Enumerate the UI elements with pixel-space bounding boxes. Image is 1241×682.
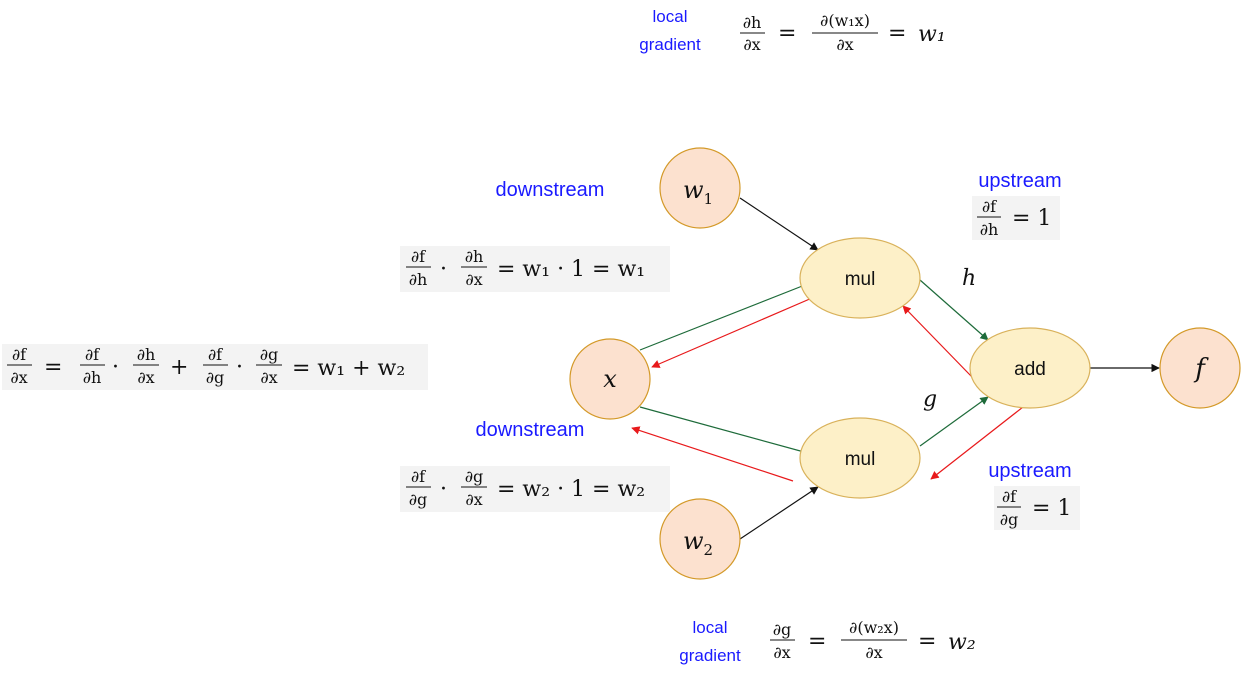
svg-text:=: = <box>888 21 906 46</box>
backward-edge-mul-bottom-to-x <box>631 426 794 482</box>
frac-den: ∂x <box>10 368 27 387</box>
edge-label-g: g <box>923 387 937 412</box>
downstream-label-bottom: downstream <box>476 419 585 441</box>
frac-num: ∂h <box>137 345 156 364</box>
downstream-label-top: downstream <box>496 179 605 201</box>
frac-den: ∂h <box>409 270 428 289</box>
frac-num: ∂f <box>12 345 27 364</box>
frac-den: ∂x <box>773 643 790 662</box>
upstream-formula-bottom: ∂f ∂g = 1 <box>994 486 1080 530</box>
frac-num: ∂g <box>773 620 792 639</box>
forward-edge-mul-top-to-add <box>919 279 989 341</box>
node-w2: w2 <box>659 498 741 580</box>
frac-num: ∂g <box>260 345 279 364</box>
frac-num: ∂f <box>208 345 223 364</box>
edge-label-h: h <box>962 266 976 291</box>
svg-text:= 1: = 1 <box>1032 496 1071 521</box>
svg-text:=: = <box>778 21 796 46</box>
forward-edge-mul-bottom-to-add <box>919 396 989 447</box>
local-gradient-formula-top: ∂h ∂x = ∂(w₁x) ∂x = w₁ <box>740 11 946 54</box>
node-w1: w1 <box>659 147 741 229</box>
frac-den: ∂x <box>743 35 760 54</box>
node-w1-base: w <box>683 176 704 204</box>
frac-den: ∂x <box>865 643 882 662</box>
node-mul-top-label: mul <box>845 269 876 290</box>
frac-den: ∂x <box>836 35 853 54</box>
frac-num: ∂f <box>1002 487 1017 506</box>
gradient-label-top: gradient <box>639 35 701 54</box>
svg-text:= 1: = 1 <box>1012 206 1051 231</box>
node-f: f <box>1159 327 1241 409</box>
node-w2-base: w <box>683 527 704 555</box>
total-gradient-formula: ∂f ∂x = ∂f ∂h · ∂h ∂x + ∂f ∂g · ∂g ∂x = … <box>2 344 428 390</box>
local-label-top: local <box>653 7 688 26</box>
edge-w1-to-mul-top <box>739 197 819 251</box>
node-mul-top: mul <box>799 237 921 319</box>
svg-text:w₂: w₂ <box>948 630 976 655</box>
upstream-formula-top: ∂f ∂h = 1 <box>972 196 1060 240</box>
svg-text:·: · <box>440 257 447 282</box>
node-w2-sub: 2 <box>704 541 714 559</box>
frac-den: ∂x <box>465 270 482 289</box>
gradient-label-bottom: gradient <box>679 646 741 665</box>
frac-den: ∂x <box>465 490 482 509</box>
backward-edge-add-to-mul-top <box>902 305 973 378</box>
upstream-label-bottom: upstream <box>988 460 1071 482</box>
frac-den: ∂h <box>83 368 102 387</box>
svg-text:·: · <box>236 355 243 380</box>
svg-text:=: = <box>918 629 936 654</box>
backward-edge-mul-top-to-x <box>651 297 813 368</box>
frac-num: ∂h <box>465 247 484 266</box>
frac-num: ∂(w₂x) <box>849 618 899 637</box>
downstream-formula-top: ∂f ∂h · ∂h ∂x = w₁ · 1 = w₁ <box>400 246 670 292</box>
node-add-label: add <box>1014 359 1046 380</box>
local-gradient-formula-bottom: ∂g ∂x = ∂(w₂x) ∂x = w₂ <box>770 618 976 662</box>
forward-edge-x-to-mul-top <box>639 279 816 351</box>
downstream-formula-bottom: ∂f ∂g · ∂g ∂x = w₂ · 1 = w₂ <box>400 466 670 512</box>
node-w1-sub: 1 <box>704 190 714 208</box>
svg-text:= w₂ · 1 = w₂: = w₂ · 1 = w₂ <box>497 477 645 502</box>
node-mul-bottom-label: mul <box>845 449 876 470</box>
edges <box>631 197 1160 540</box>
backward-edge-add-to-mul-bottom <box>930 406 1024 480</box>
edge-w2-to-mul-bottom <box>739 486 819 540</box>
frac-num: ∂h <box>743 13 762 32</box>
node-add: add <box>969 327 1091 409</box>
frac-num: ∂f <box>85 345 100 364</box>
svg-text:w2: w2 <box>683 527 713 559</box>
forward-edge-x-to-mul-bottom <box>639 406 816 458</box>
frac-den: ∂x <box>260 368 277 387</box>
frac-den: ∂x <box>137 368 154 387</box>
upstream-label-top: upstream <box>978 170 1061 192</box>
svg-text:+: + <box>170 355 188 380</box>
svg-text:·: · <box>112 355 119 380</box>
frac-den: ∂g <box>409 490 428 509</box>
frac-num: ∂f <box>411 467 426 486</box>
frac-num: ∂g <box>465 467 484 486</box>
svg-text:= w₁ + w₂: = w₁ + w₂ <box>292 356 405 381</box>
svg-text:·: · <box>440 477 447 502</box>
node-mul-bottom: mul <box>799 417 921 499</box>
svg-text:=: = <box>808 629 826 654</box>
frac-den: ∂g <box>206 368 225 387</box>
svg-text:w₁: w₁ <box>918 22 946 47</box>
frac-num: ∂(w₁x) <box>820 11 870 30</box>
frac-den: ∂g <box>1000 510 1019 529</box>
svg-text:w1: w1 <box>683 176 713 208</box>
svg-text:=: = <box>44 355 62 380</box>
svg-text:= w₁ · 1 = w₁: = w₁ · 1 = w₁ <box>497 257 645 282</box>
node-x-label: x <box>603 365 617 393</box>
frac-den: ∂h <box>980 220 999 239</box>
node-x: x <box>569 338 651 420</box>
frac-num: ∂f <box>411 247 426 266</box>
frac-num: ∂f <box>982 197 997 216</box>
local-label-bottom: local <box>693 618 728 637</box>
